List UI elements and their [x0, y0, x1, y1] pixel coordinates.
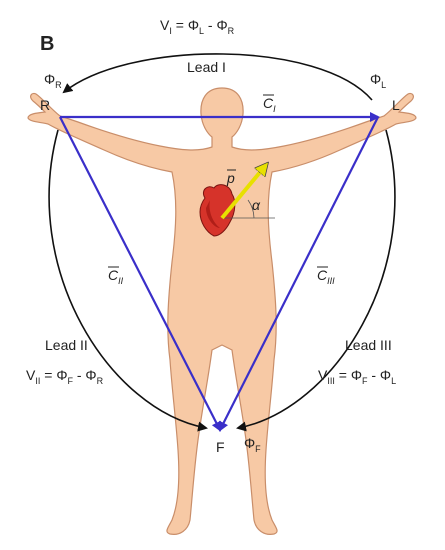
phi-f-label: ΦF [244, 435, 261, 454]
svg-text:CII: CII [108, 267, 124, 286]
heart [199, 184, 236, 237]
lead-iii-equation: VIII = ΦF - ΦL [318, 367, 396, 386]
lead-iii-label: Lead III [345, 337, 392, 353]
dipole [220, 165, 275, 220]
phi-r-label: ΦR [44, 71, 62, 90]
c2-label: CII [108, 266, 124, 286]
c3-vector [219, 116, 379, 432]
dipole-vector [220, 165, 266, 220]
svg-text:CI: CI [263, 95, 276, 114]
alpha-label: α [252, 197, 261, 213]
alpha-arc [247, 199, 255, 219]
einthoven-triangle [59, 112, 380, 432]
human-body [27, 87, 417, 535]
c2-vector [59, 116, 221, 432]
lead-iii-arc [236, 129, 396, 432]
svg-text:p: p [226, 170, 235, 186]
lead-i-arc [62, 53, 373, 101]
lead-ii-arc [48, 129, 208, 432]
p-label: p [226, 169, 236, 186]
lead-i-label: Lead I [187, 59, 226, 75]
c1-label: CI [263, 94, 276, 114]
lead-i-equation: VI = ΦL - ΦR [160, 17, 235, 36]
lead-arcs [48, 53, 396, 432]
electrode-f-label: F [216, 439, 225, 455]
svg-text:CIII: CIII [317, 267, 335, 286]
lead-ii-equation: VII = ΦF - ΦR [26, 367, 104, 386]
electrode-l-label: L [392, 97, 400, 113]
panel-label: B [40, 33, 54, 55]
body-silhouette [27, 87, 417, 535]
electrode-r-label: R [40, 97, 50, 113]
lead-ii-label: Lead II [45, 337, 88, 353]
phi-l-label: ΦL [370, 71, 386, 90]
c3-label: CIII [317, 266, 335, 286]
